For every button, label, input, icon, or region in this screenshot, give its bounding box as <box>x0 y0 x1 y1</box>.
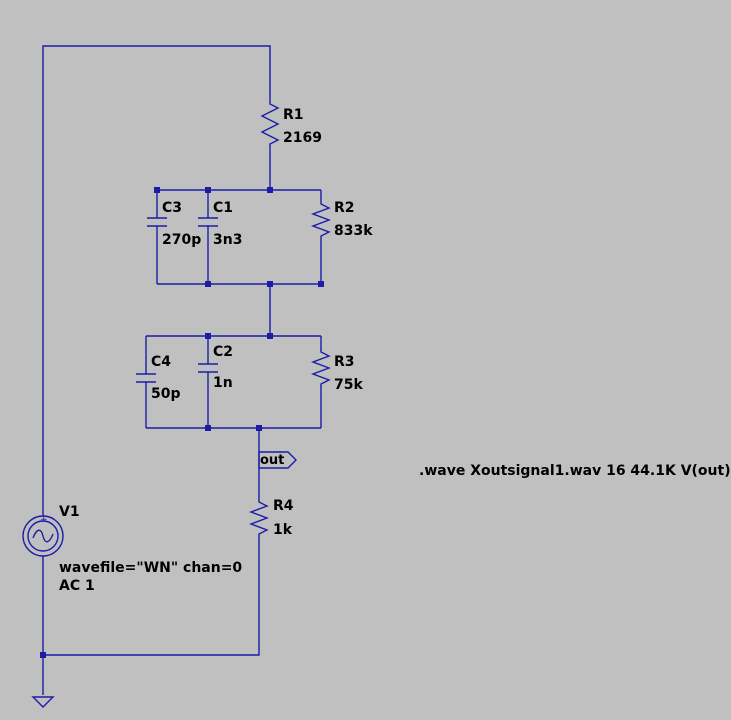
junction-dot <box>318 281 324 287</box>
capacitor-c4[interactable] <box>136 373 156 383</box>
voltage-source-v1[interactable] <box>22 496 64 576</box>
junction-dot <box>205 281 211 287</box>
junction-dot <box>267 281 273 287</box>
c1-name[interactable]: C1 <box>213 200 234 216</box>
junction-dot <box>267 187 273 193</box>
resistor-r4[interactable] <box>249 496 269 546</box>
net-label-out[interactable]: out <box>260 453 285 468</box>
junction-dot <box>205 333 211 339</box>
resistor-r2[interactable] <box>311 198 331 240</box>
r4-value[interactable]: 1k <box>273 522 293 538</box>
net-label-out-flag[interactable] <box>258 451 297 469</box>
v1-plus-sign: + <box>40 515 48 525</box>
r1-value[interactable]: 2169 <box>283 130 322 146</box>
junction-dot <box>267 333 273 339</box>
spice-directive[interactable]: .wave Xoutsignal1.wav 16 44.1K V(out) <box>419 463 731 479</box>
resistor-r3[interactable] <box>311 346 331 390</box>
r4-name[interactable]: R4 <box>273 498 294 514</box>
r1-name[interactable]: R1 <box>283 107 304 123</box>
junction-dots <box>40 187 324 658</box>
c1-value[interactable]: 3n3 <box>213 232 243 248</box>
c2-name[interactable]: C2 <box>213 344 234 360</box>
r2-name[interactable]: R2 <box>334 200 355 216</box>
v1-name[interactable]: V1 <box>59 504 80 520</box>
junction-dot <box>154 187 160 193</box>
v1-value-line2[interactable]: AC 1 <box>59 578 95 594</box>
resistor-r1[interactable] <box>260 96 280 148</box>
capacitor-c1[interactable] <box>198 217 218 227</box>
wire-r4-bottom[interactable] <box>43 546 260 656</box>
r3-value[interactable]: 75k <box>334 377 363 393</box>
junction-dot <box>256 425 262 431</box>
ground-symbol[interactable] <box>31 696 55 708</box>
junction-dot <box>40 652 46 658</box>
junction-dot <box>205 425 211 431</box>
r2-value[interactable]: 833k <box>334 223 373 239</box>
c3-name[interactable]: C3 <box>162 200 183 216</box>
wires[interactable] <box>42 45 322 695</box>
v1-value-line1[interactable]: wavefile="WN" chan=0 <box>59 560 243 576</box>
wire-top-loop[interactable] <box>42 45 271 496</box>
c4-value[interactable]: 50p <box>151 386 181 402</box>
c3-value[interactable]: 270p <box>162 232 202 248</box>
junction-dot <box>205 187 211 193</box>
capacitor-c3[interactable] <box>147 217 167 227</box>
capacitor-c2[interactable] <box>198 363 218 373</box>
r3-name[interactable]: R3 <box>334 354 355 370</box>
c2-value[interactable]: 1n <box>213 375 233 391</box>
c4-name[interactable]: C4 <box>151 354 172 370</box>
